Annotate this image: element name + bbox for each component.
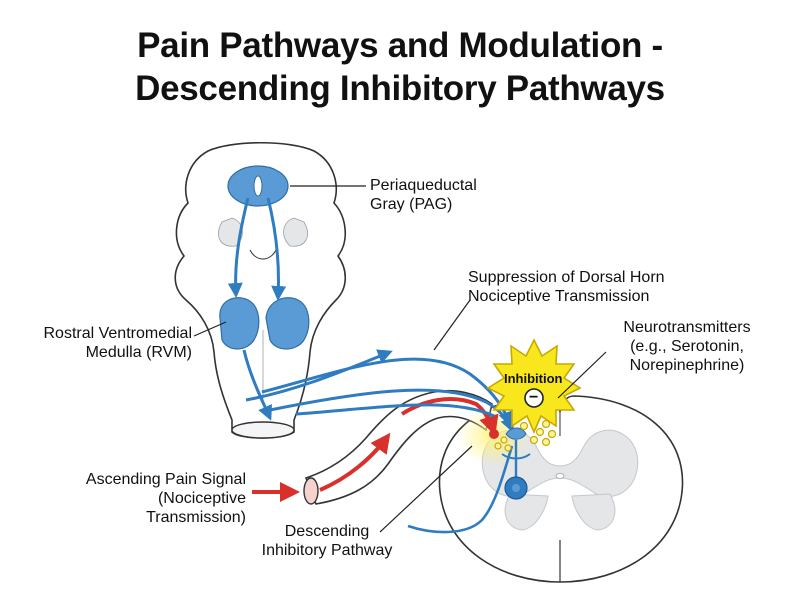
descending-loop bbox=[407, 445, 514, 534]
suppression-label: Suppression of Dorsal Horn Nociceptive T… bbox=[468, 268, 665, 306]
vesicle bbox=[529, 435, 539, 445]
rvm-label-line-2: Medulla (RVM) bbox=[85, 344, 192, 361]
rvm-nucleus-right bbox=[265, 297, 310, 350]
neurotransmitter-leader bbox=[557, 351, 607, 399]
title-line-1: Pain Pathways and Modulation - bbox=[137, 26, 663, 65]
rvm-label: Rostral Ventromedial Medulla (RVM) bbox=[20, 324, 192, 362]
descending-tract-3 bbox=[269, 388, 515, 433]
brainstem-gray-left bbox=[218, 217, 243, 247]
minus-circle bbox=[524, 388, 544, 408]
pag-label: Periaqueductal Gray (PAG) bbox=[370, 176, 477, 214]
brainstem-outline bbox=[174, 142, 347, 439]
dorsal-root-cut-end bbox=[303, 477, 319, 505]
descending-tract-4 bbox=[295, 403, 495, 418]
vesicle bbox=[504, 444, 512, 452]
ascending-label: Ascending Pain Signal (Nociceptive Trans… bbox=[40, 470, 246, 527]
descending-tract-1 bbox=[245, 349, 393, 402]
ascending-signal-path bbox=[319, 432, 391, 492]
suppression-label-line-1: Suppression of Dorsal Horn bbox=[468, 269, 665, 286]
dorsal-horn-synapse bbox=[489, 427, 531, 500]
vesicle bbox=[500, 436, 508, 444]
vesicle bbox=[494, 442, 502, 450]
brainstem bbox=[174, 142, 347, 439]
suppression-label-line-2: Nociceptive Transmission bbox=[468, 288, 650, 305]
descending-inhibitory-pathway bbox=[245, 349, 515, 534]
red-terminal bbox=[489, 429, 499, 439]
brainstem-gray-right bbox=[283, 217, 308, 247]
ascending-leader bbox=[379, 445, 473, 533]
vesicle bbox=[535, 427, 545, 437]
diagram-title: Pain Pathways and Modulation - Descendin… bbox=[0, 24, 800, 110]
pag-label-line-1: Periaqueductal bbox=[370, 177, 477, 194]
ventral-horn-gray bbox=[504, 493, 616, 531]
neurotransmitter-label-line-3: Norepinephrine) bbox=[629, 357, 745, 374]
interneuron-terminal bbox=[505, 427, 527, 440]
rvm-descending-arrow bbox=[242, 349, 272, 421]
vesicle bbox=[541, 419, 551, 429]
rvm-leader bbox=[193, 321, 227, 337]
ascending-label-line-2: (Nociceptive bbox=[157, 490, 246, 507]
leader-lines bbox=[193, 185, 607, 533]
descending-label-line-2: Inhibitory Pathway bbox=[261, 542, 393, 559]
minus-sign: − bbox=[529, 389, 539, 406]
pag-label-line-2: Gray (PAG) bbox=[370, 196, 453, 213]
interneuron-dendrite bbox=[501, 453, 531, 460]
interneuron-nucleus bbox=[512, 484, 520, 492]
rvm-nucleus-left bbox=[219, 297, 260, 350]
pag-to-rvm-arrow-right bbox=[266, 197, 287, 301]
rvm-label-line-1: Rostral Ventromedial bbox=[43, 325, 192, 342]
ascending-label-line-3: Transmission) bbox=[146, 509, 246, 526]
ascending-label-line-1: Ascending Pain Signal bbox=[85, 471, 246, 488]
descending-label: Descending Inhibitory Pathway bbox=[252, 522, 402, 560]
vesicle bbox=[547, 429, 557, 439]
brainstem-midline bbox=[249, 249, 277, 260]
title-line-2: Descending Inhibitory Pathways bbox=[135, 69, 665, 108]
inhibition-starburst bbox=[486, 338, 582, 434]
neurotransmitter-label-line-1: Neurotransmitters bbox=[623, 319, 751, 336]
inhibition-label: Inhibition bbox=[504, 371, 563, 386]
pag-to-rvm-arrow-left bbox=[227, 197, 250, 298]
vesicle bbox=[519, 421, 529, 431]
vesicle bbox=[541, 437, 551, 447]
inhibition-burst bbox=[486, 338, 582, 434]
central-canal bbox=[555, 473, 565, 479]
suppression-leader bbox=[433, 299, 471, 351]
cerebral-aqueduct bbox=[253, 175, 263, 197]
neurotransmitter-label-line-2: (e.g., Serotonin, bbox=[630, 338, 744, 355]
neurotransmitter-label: Neurotransmitters (e.g., Serotonin, Nore… bbox=[594, 318, 780, 375]
descending-label-line-1: Descending bbox=[284, 523, 370, 540]
brainstem-descending-arrows bbox=[227, 197, 287, 421]
brainstem-base bbox=[231, 421, 295, 439]
